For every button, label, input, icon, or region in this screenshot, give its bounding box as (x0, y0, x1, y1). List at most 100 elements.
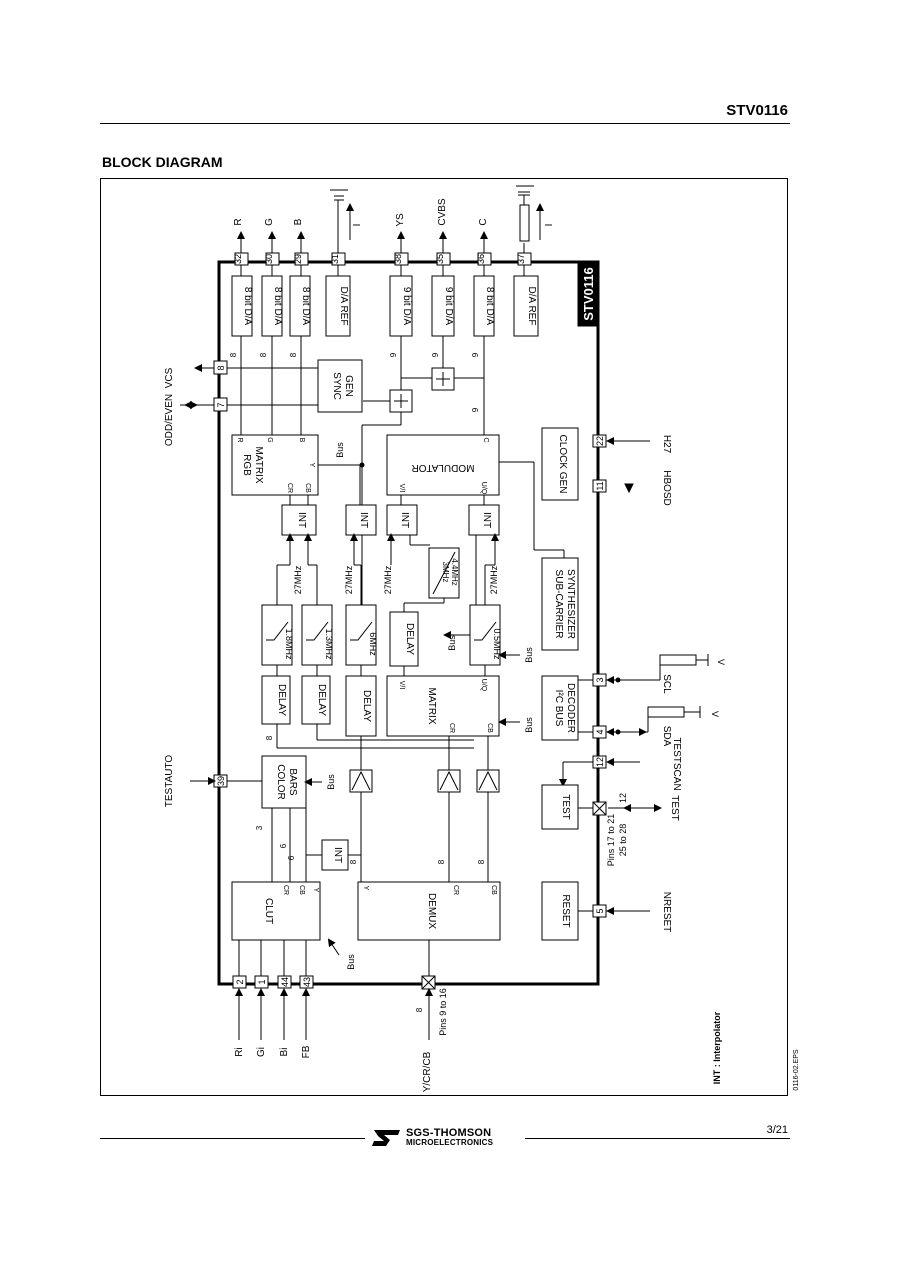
label-iref2: I (544, 224, 555, 227)
label-ys: YS (395, 213, 406, 227)
header-rule (100, 123, 790, 124)
label-gi: Gi (256, 1047, 267, 1057)
label-modulator: MODULATOR (412, 462, 475, 473)
label-sync: SYNC (331, 372, 342, 400)
bus-width-8: 8 (265, 735, 274, 740)
pin-35: 35 (435, 254, 445, 264)
footer-rule-right (525, 1138, 790, 1139)
label-int-3: INT (399, 512, 410, 528)
label-pins-test-1: Pins 17 to 21 (606, 814, 616, 867)
label-bus-6: Bus (346, 954, 356, 970)
pin-39: 39 (216, 776, 226, 786)
label-dac-ref-2: D/A REF (526, 287, 537, 326)
sig-b: B (298, 438, 305, 443)
label-rgb-matrix: MATRIX (253, 446, 264, 483)
label-subcarrier: SUB-CARRIER (553, 570, 564, 639)
label-int-1: INT (296, 512, 307, 528)
dac-r (231, 275, 253, 337)
sig-vi-1: V/I (398, 484, 405, 493)
pin-8: 8 (216, 365, 226, 370)
matrix (386, 675, 500, 737)
st-logo-icon (372, 1130, 400, 1146)
modulator (386, 434, 500, 496)
i2c-decoder (541, 675, 579, 741)
sig-y: Y (308, 463, 315, 468)
logo-line-1: SGS-THOMSON (406, 1127, 492, 1139)
label-dac-cvbs: 9 bit D/A (443, 287, 454, 326)
label-odd-even: ODD/EVEN (164, 394, 175, 446)
pin-44: 44 (280, 977, 290, 987)
label-b: B (293, 218, 304, 225)
label-27mhz-3: 27MHz (383, 565, 393, 594)
pin-43: 43 (302, 977, 312, 987)
sync-gen (317, 359, 363, 413)
sig-g: G (266, 437, 273, 442)
label-test-port: TEST (669, 795, 680, 821)
pin-5: 5 (595, 908, 605, 913)
label-int-5: INT (332, 847, 343, 863)
label-ycrcb: Y/CR/CB (422, 1051, 433, 1092)
label-delay-1: DELAY (276, 684, 287, 716)
label-delay-2: DELAY (316, 684, 327, 716)
label-trap-2: 4.4MHz (450, 558, 459, 586)
bus-width-2: 8 (259, 352, 268, 357)
label-scl: SCL (661, 674, 672, 694)
label-27mhz-4: 27MHz (489, 565, 499, 594)
top-pins (234, 252, 532, 266)
sig-cr-2: CR (448, 723, 455, 733)
reset-block (541, 881, 579, 941)
clock-gen (541, 427, 579, 501)
sig-y-4: Y (362, 886, 369, 891)
pin-38: 38 (393, 254, 403, 264)
bus-width-4: 9 (389, 352, 398, 357)
label-gen: GEN (343, 375, 354, 397)
bus-width-10: 6 (279, 843, 288, 848)
pin-12: 12 (595, 757, 605, 767)
bus-width-5: 9 (431, 352, 440, 357)
label-h27: H27 (661, 435, 672, 454)
bus-width-12: 8 (349, 859, 358, 864)
label-27mhz-2: 27MHz (344, 565, 354, 594)
diagram-frame (100, 178, 788, 1096)
sig-cr-3: CR (282, 885, 289, 895)
dac-b (289, 275, 311, 337)
label-vdd-1: V (716, 659, 726, 665)
bus-width-3: 8 (289, 352, 298, 357)
label-dac-r: 8 bit D/A (242, 287, 253, 326)
label-test-block: TEST (560, 794, 571, 820)
pin-2: 2 (235, 979, 245, 984)
pin-32: 32 (233, 254, 243, 264)
pin-30: 30 (264, 254, 274, 264)
label-reset-block: RESET (560, 894, 571, 927)
bus-width-6: 9 (471, 352, 480, 357)
label-hbosd: HBOSD (661, 470, 672, 506)
sig-uq-1: U/Q (480, 482, 487, 495)
bus-width-14: 8 (477, 859, 486, 864)
sig-vi-2: V/I (398, 681, 405, 690)
label-fb: FB (301, 1045, 312, 1058)
label-synthesizer: SYNTHESIZER (565, 569, 576, 639)
pin-29: 29 (293, 254, 303, 264)
pin-7: 7 (216, 402, 226, 407)
dac-ref-2 (513, 275, 539, 337)
label-pins-9-16: Pins 9 to 16 (438, 988, 448, 1036)
label-bi: Bi (279, 1048, 290, 1057)
figure-id: 0116-02.EPS (793, 1049, 800, 1090)
label-ri: Ri (234, 1047, 245, 1056)
label-f13: 1.3MHz (324, 628, 334, 660)
label-sda: SDA (661, 726, 672, 747)
bus-width-9: 3 (255, 825, 264, 830)
sig-uq-2: U/Q (480, 679, 487, 692)
label-c: C (478, 218, 489, 225)
subcarrier-synth (541, 557, 579, 651)
pin-3: 3 (595, 677, 605, 682)
pin-1: 1 (257, 979, 267, 984)
label-testscan: TESTSCAN (671, 737, 682, 790)
label-delay-4: DELAY (404, 623, 415, 655)
rgb-matrix (231, 434, 319, 496)
label-vcs: VCS (164, 367, 175, 388)
sig-cb: CB (304, 483, 311, 493)
label-dac-b: 8 bit D/A (300, 287, 311, 326)
label-f05: 0.5MHz (492, 628, 502, 660)
